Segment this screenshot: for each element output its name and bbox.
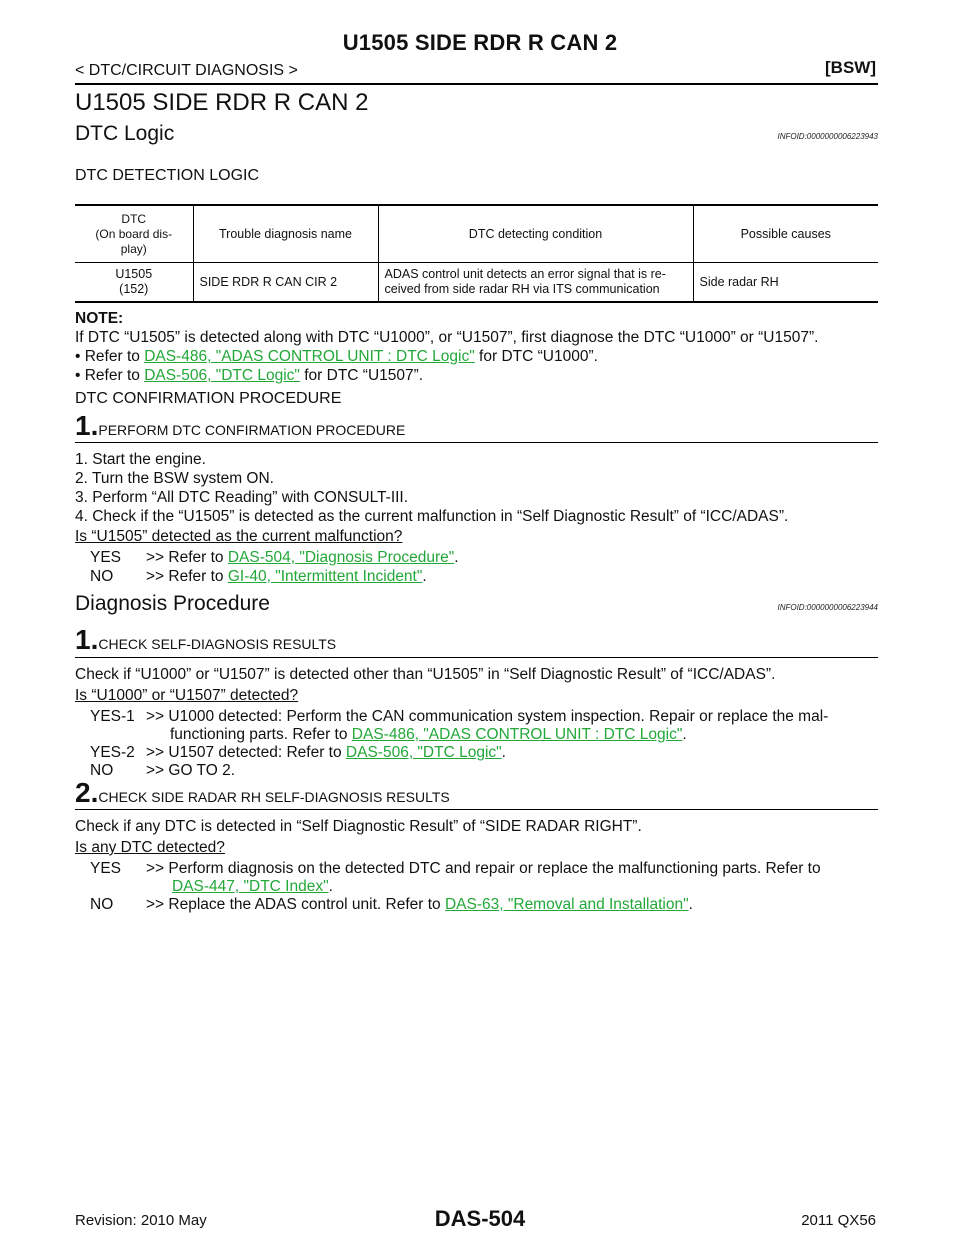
answer-row: YES-2 >> U1507 detected: Refer to DAS-506… <box>90 744 506 762</box>
answer-label: NO <box>90 568 114 585</box>
dtc-table-header: DTC (On board dis- play) <box>75 204 193 263</box>
page-title: U1505 SIDE RDR R CAN 2 <box>75 89 369 116</box>
table-row: U1505 (152) SIDE RDR R CAN CIR 2 ADAS co… <box>75 262 878 303</box>
answer-label: NO <box>90 896 114 913</box>
link-das-504[interactable]: DAS-504, "Diagnosis Procedure" <box>227 549 455 566</box>
page-number: DAS-504 <box>434 1206 526 1231</box>
step-title: CHECK SELF-DIAGNOSIS RESULTS <box>98 636 337 652</box>
revision-date: Revision: 2010 May <box>75 1212 207 1229</box>
trouble-diagnosis-cell: SIDE RDR R CAN CIR 2 <box>192 262 378 303</box>
step-number: 1. <box>75 624 99 655</box>
step-heading: 2.CHECK SIDE RADAR RH SELF-DIAGNOSIS RES… <box>75 777 450 809</box>
answer-text: >> U1507 detected: Refer to <box>146 744 346 761</box>
dtc-table-header: DTC detecting condition <box>377 204 693 263</box>
bullet-text: • Refer to <box>75 367 145 384</box>
answer-row: NO >> GO TO 2. <box>90 762 235 780</box>
procedure-item: 1. Start the engine. <box>75 451 206 468</box>
decision-question: Is “U1000” or “U1507” detected? <box>75 687 299 704</box>
answer-text: . <box>682 726 687 743</box>
header-divider <box>75 83 878 85</box>
step-heading: 1.CHECK SELF-DIAGNOSIS RESULTS <box>75 624 336 656</box>
answer-label: YES-2 <box>90 744 135 761</box>
step-number: 1. <box>75 410 99 441</box>
link-das-486[interactable]: DAS-486, "ADAS CONTROL UNIT : DTC Logic" <box>351 726 683 743</box>
system-tag: [BSW] <box>825 58 876 77</box>
answer-text: . <box>688 896 693 913</box>
answer-row-continued: functioning parts. Refer to DAS-486, "AD… <box>170 726 687 744</box>
bullet-text: for DTC “U1507”. <box>299 367 424 384</box>
answer-text: >> Perform diagnosis on the detected DTC… <box>146 860 821 877</box>
procedure-item: 2. Turn the BSW system ON. <box>75 470 274 487</box>
answer-text: >> GO TO 2. <box>146 762 236 779</box>
bullet-text: • Refer to <box>75 348 145 365</box>
note-bullet: • Refer to DAS-506, "DTC Logic" for DTC … <box>75 366 423 385</box>
step-title: PERFORM DTC CONFIRMATION PROCEDURE <box>98 422 406 438</box>
answer-row: YES >> Perform diagnosis on the detected … <box>90 860 821 878</box>
answer-row: NO >> Refer to GI-40, "Intermittent Incid… <box>90 568 427 586</box>
answer-text: >> Refer to <box>146 568 228 585</box>
note-label: NOTE: <box>75 310 124 327</box>
answer-label: YES <box>90 549 122 566</box>
detecting-condition-cell: ADAS control unit detects an error signa… <box>377 262 693 303</box>
link-gi-40[interactable]: GI-40, "Intermittent Incident" <box>227 568 423 585</box>
answer-row: YES >> Refer to DAS-504, "Diagnosis Proce… <box>90 549 459 567</box>
answer-row: NO >> Replace the ADAS control unit. Refe… <box>90 896 693 914</box>
dtc-detection-logic-heading: DTC DETECTION LOGIC <box>75 167 260 184</box>
answer-text: functioning parts. Refer to <box>170 726 352 743</box>
link-das-63[interactable]: DAS-63, "Removal and Installation" <box>444 896 689 913</box>
answer-row-continued: DAS-447, "DTC Index". <box>172 878 333 896</box>
answer-label: YES-1 <box>90 708 135 725</box>
diagnosis-heading: Diagnosis Procedure <box>75 592 270 615</box>
answer-text: >> U1000 detected: Perform the CAN commu… <box>146 708 829 725</box>
dtc-table-header: Trouble diagnosis name <box>192 204 378 263</box>
link-das-447[interactable]: DAS-447, "DTC Index" <box>172 878 329 895</box>
link-das-506[interactable]: DAS-506, "DTC Logic" <box>345 744 502 761</box>
bullet-text: for DTC “U1000”. <box>474 348 598 365</box>
step-instruction: Check if any DTC is detected in “Self Di… <box>75 818 642 835</box>
answer-text: . <box>501 744 506 761</box>
confirmation-heading: DTC CONFIRMATION PROCEDURE <box>75 390 342 407</box>
diagnosis-infoid: INFOID:0000000006223944 <box>777 603 878 612</box>
step-divider <box>75 442 878 443</box>
dtc-logic-infoid: INFOID:0000000006223943 <box>777 132 878 141</box>
dtc-table: DTC (On board dis- play) Trouble diagnos… <box>75 204 878 303</box>
procedure-item: 4. Check if the “U1505” is detected as t… <box>75 508 789 525</box>
dtc-table-header: Possible causes <box>692 204 878 263</box>
decision-question: Is any DTC detected? <box>75 839 225 856</box>
decision-question: Is “U1505” detected as the current malfu… <box>75 528 403 545</box>
dtc-table-header-row: DTC (On board dis- play) Trouble diagnos… <box>75 204 878 263</box>
possible-causes-cell: Side radar RH <box>692 262 878 303</box>
section-breadcrumb: < DTC/CIRCUIT DIAGNOSIS > <box>75 62 298 79</box>
step-instruction: Check if “U1000” or “U1507” is detected … <box>75 666 776 683</box>
step-title: CHECK SIDE RADAR RH SELF-DIAGNOSIS RESUL… <box>98 789 450 805</box>
answer-text: . <box>422 568 427 585</box>
answer-text: >> Replace the ADAS control unit. Refer … <box>146 896 445 913</box>
answer-text: . <box>328 878 333 895</box>
answer-row: YES-1 >> U1000 detected: Perform the CAN … <box>90 708 828 726</box>
answer-label: NO <box>90 762 114 779</box>
step-number: 2. <box>75 777 99 808</box>
step-divider <box>75 809 878 810</box>
dtc-logic-heading: DTC Logic <box>75 122 175 145</box>
dtc-code-cell: U1505 (152) <box>75 262 193 303</box>
answer-text: >> Refer to <box>146 549 228 566</box>
answer-label: YES <box>90 860 122 877</box>
step-heading: 1.PERFORM DTC CONFIRMATION PROCEDURE <box>75 410 405 442</box>
link-das-486[interactable]: DAS-486, "ADAS CONTROL UNIT : DTC Logic" <box>144 348 475 365</box>
vehicle-model: 2011 QX56 <box>801 1212 876 1229</box>
page-header-title: U1505 SIDE RDR R CAN 2 <box>342 30 618 55</box>
procedure-item: 3. Perform “All DTC Reading” with CONSUL… <box>75 489 409 506</box>
step-divider <box>75 657 878 658</box>
note-bullet: • Refer to DAS-486, "ADAS CONTROL UNIT :… <box>75 347 598 366</box>
answer-text: . <box>454 549 459 566</box>
note-text: If DTC “U1505” is detected along with DT… <box>75 329 819 346</box>
link-das-506[interactable]: DAS-506, "DTC Logic" <box>144 367 300 384</box>
